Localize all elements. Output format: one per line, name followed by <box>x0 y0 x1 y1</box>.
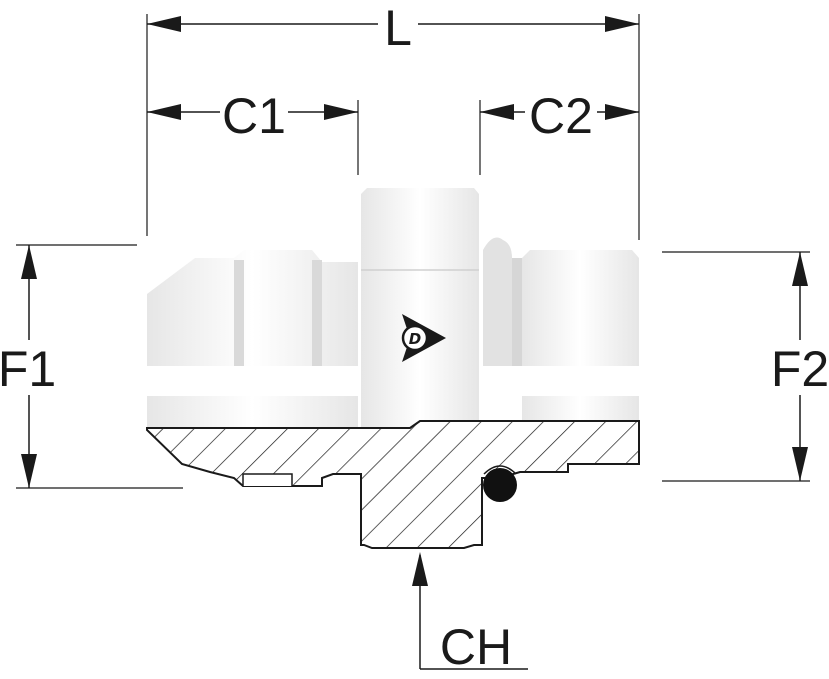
section-view <box>146 420 640 549</box>
dunlop-d-arrow-icon: D <box>401 314 446 362</box>
label-ch: CH <box>440 619 512 675</box>
label-l: L <box>384 0 412 56</box>
dimension-c2: C2 <box>479 88 639 175</box>
fitting-body <box>147 188 639 428</box>
dimension-l: L <box>146 0 640 240</box>
o-ring-section <box>483 468 517 502</box>
label-c2: C2 <box>529 88 593 144</box>
label-c1: C1 <box>222 88 286 144</box>
logo-letter: D <box>409 330 421 348</box>
dimension-c1: C1 <box>147 88 359 175</box>
dimension-f1: F1 <box>0 244 183 489</box>
label-f2: F2 <box>771 341 829 397</box>
label-f1: F1 <box>0 341 56 397</box>
dimension-ch: CH <box>412 552 528 675</box>
dimension-f2: F2 <box>662 251 829 482</box>
